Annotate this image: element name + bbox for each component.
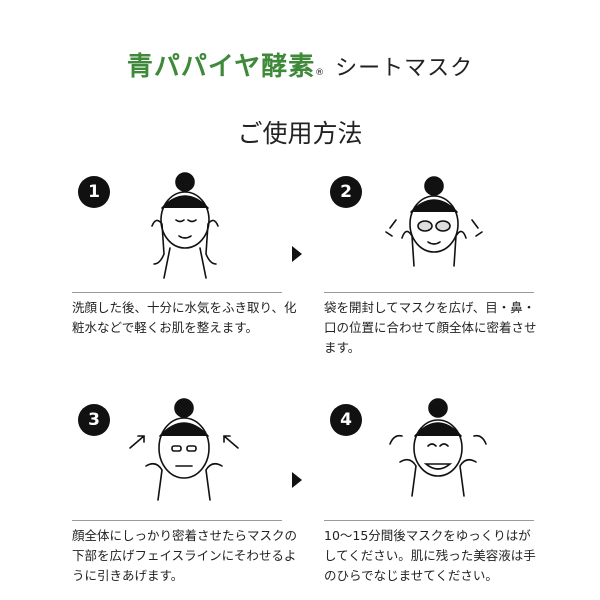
product-name: シートマスク: [335, 56, 474, 81]
step-4-badge: 4: [330, 404, 362, 436]
step-4-face-illustration: [389, 398, 487, 497]
step-1-divider: [72, 292, 282, 293]
step-2-divider: [324, 292, 534, 293]
step-2-face-illustration: [385, 176, 483, 267]
step-1-face-illustration: [151, 172, 219, 279]
step-3-text: 顔全体にしっかり密着させたらマスクの下部を広げフェイスラインにそわせるように引き…: [72, 528, 298, 583]
step-3-face-illustration: [129, 398, 239, 501]
page-title: ご使用方法: [237, 119, 363, 148]
step-2-badge: 2: [330, 176, 362, 208]
step-2-text: 袋を開封してマスクを広げ、目・鼻・口の位置に合わせて顔全体に密着させます。: [324, 300, 537, 355]
triangle-right-icon: [292, 472, 302, 488]
step-1-text: 洗顔した後、十分に水気をふき取り、化粧水などで軽くお肌を整えます。: [72, 300, 297, 335]
triangle-right-icon: [292, 246, 302, 262]
step-3-divider: [72, 520, 282, 521]
step-1-badge: 1: [78, 176, 110, 208]
step-4-divider: [324, 520, 534, 521]
brand-name: 青パパイヤ酵素: [126, 52, 316, 82]
step-3-badge: 3: [78, 404, 110, 436]
step-4-text: 10～15分間後マスクをゆっくりはがしてください。肌に残った美容液は手のひらでな…: [324, 528, 536, 583]
brand-header: 青パパイヤ酵素® シートマスク: [0, 46, 600, 83]
registered-mark: ®: [315, 68, 326, 78]
